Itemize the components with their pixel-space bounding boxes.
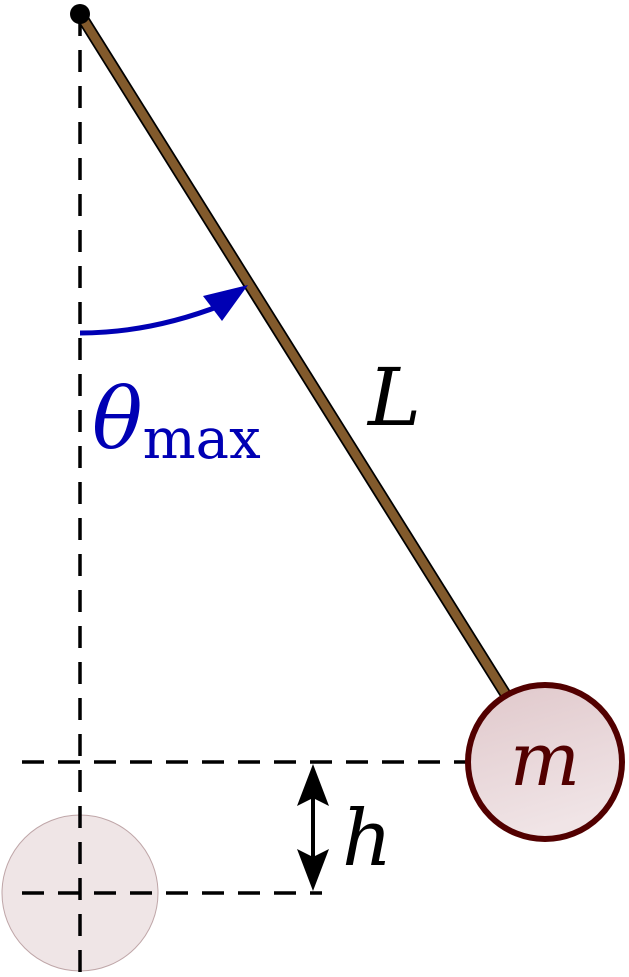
height-arrow-down-head [297,849,329,891]
angle-arrowhead [203,285,248,321]
angle-arc [79,302,223,336]
height-arrow-up-head [297,764,329,806]
angle-subscript: max [143,407,261,472]
angle-symbol: θ [92,370,143,468]
pivot-point [70,4,90,24]
length-label: L [366,351,421,444]
rod-fill [76,11,510,698]
angle-label: θmax [92,370,261,472]
height-label: h [342,794,392,884]
mass-label: m [510,717,580,803]
pendulum-bob [465,682,625,842]
